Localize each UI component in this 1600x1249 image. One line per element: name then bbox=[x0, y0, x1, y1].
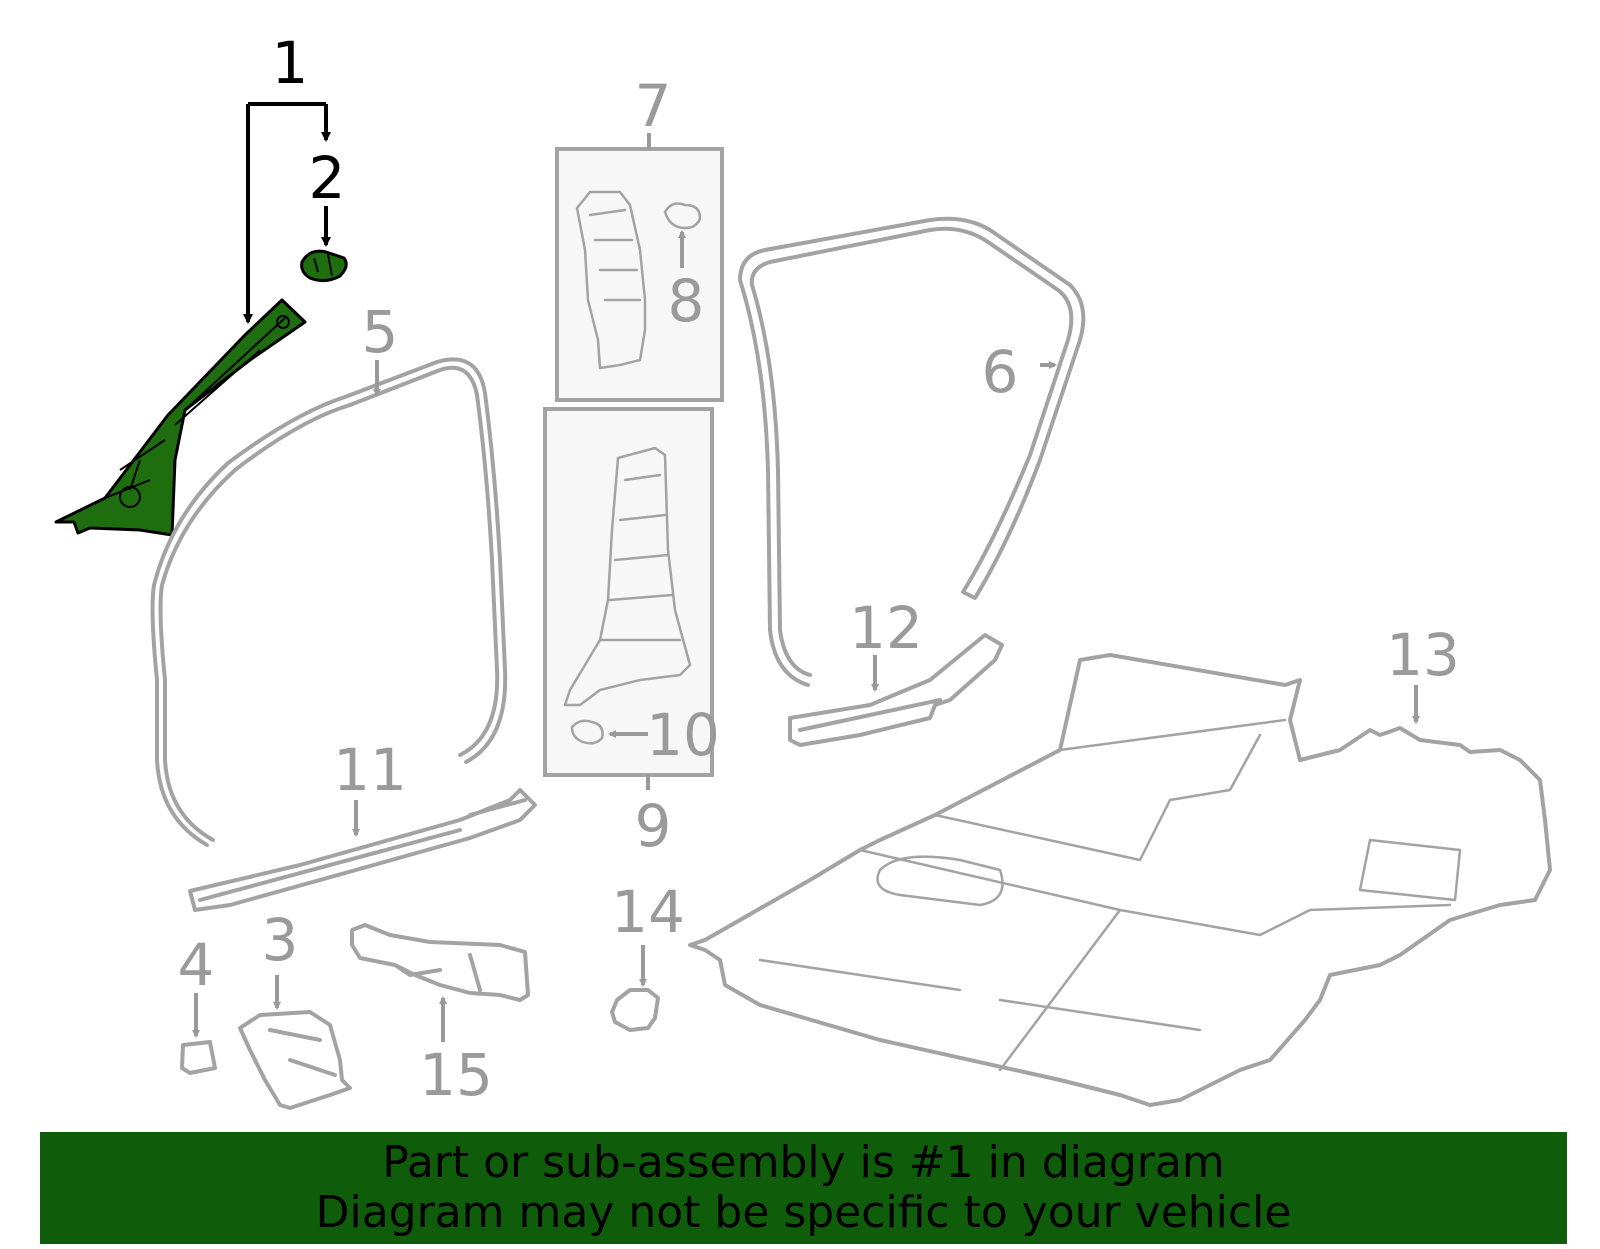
part-7-box bbox=[555, 147, 724, 402]
part-1-pillar-garnish[interactable] bbox=[54, 298, 307, 537]
part-15-bracket[interactable] bbox=[350, 923, 530, 1002]
callout-3[interactable]: 3 bbox=[262, 906, 299, 974]
callout-2[interactable]: 2 bbox=[309, 144, 346, 212]
callout-6[interactable]: 6 bbox=[982, 338, 1019, 406]
info-banner: Part or sub-assembly is #1 in diagram Di… bbox=[40, 1132, 1567, 1244]
part-5-door-opening-weatherstrip[interactable] bbox=[150, 357, 508, 847]
part-9-box bbox=[543, 407, 714, 777]
part-12-rear-scuff-plate[interactable] bbox=[788, 633, 1004, 747]
part-7-center-pillar-upper-garnish[interactable] bbox=[575, 190, 647, 370]
part-11-front-scuff-plate[interactable] bbox=[188, 788, 537, 912]
part-14-retainer[interactable] bbox=[610, 988, 660, 1032]
callout-leaders bbox=[192, 102, 1420, 1042]
callout-11[interactable]: 11 bbox=[333, 736, 407, 804]
part-8-clip[interactable] bbox=[663, 202, 702, 230]
part-13-floor-carpet[interactable] bbox=[688, 653, 1552, 1107]
callout-8[interactable]: 8 bbox=[668, 267, 705, 335]
part-6-rear-door-weatherstrip[interactable] bbox=[738, 216, 1086, 687]
banner-line-1: Part or sub-assembly is #1 in diagram bbox=[382, 1137, 1225, 1188]
part-3-cowl-side-trim[interactable] bbox=[238, 1010, 352, 1110]
part-9-center-pillar-lower-garnish[interactable] bbox=[563, 446, 692, 707]
callout-14[interactable]: 14 bbox=[611, 878, 685, 946]
callout-15[interactable]: 15 bbox=[419, 1041, 493, 1109]
callout-labels: 1 2 3 4 5 6 7 8 9 10 11 12 13 14 15 bbox=[178, 29, 1460, 1109]
callout-10[interactable]: 10 bbox=[646, 701, 720, 769]
callout-9[interactable]: 9 bbox=[635, 792, 672, 860]
part-10-clip[interactable] bbox=[570, 719, 604, 745]
callout-12[interactable]: 12 bbox=[849, 594, 923, 662]
part-4-cap[interactable] bbox=[180, 1040, 217, 1075]
part-2-clip[interactable] bbox=[300, 249, 348, 283]
callout-1[interactable]: 1 bbox=[272, 29, 309, 97]
banner-line-2: Diagram may not be specific to your vehi… bbox=[315, 1187, 1292, 1238]
callout-5[interactable]: 5 bbox=[362, 298, 399, 366]
callout-13[interactable]: 13 bbox=[1386, 621, 1460, 689]
callout-4[interactable]: 4 bbox=[178, 931, 215, 999]
callout-7[interactable]: 7 bbox=[635, 72, 672, 140]
